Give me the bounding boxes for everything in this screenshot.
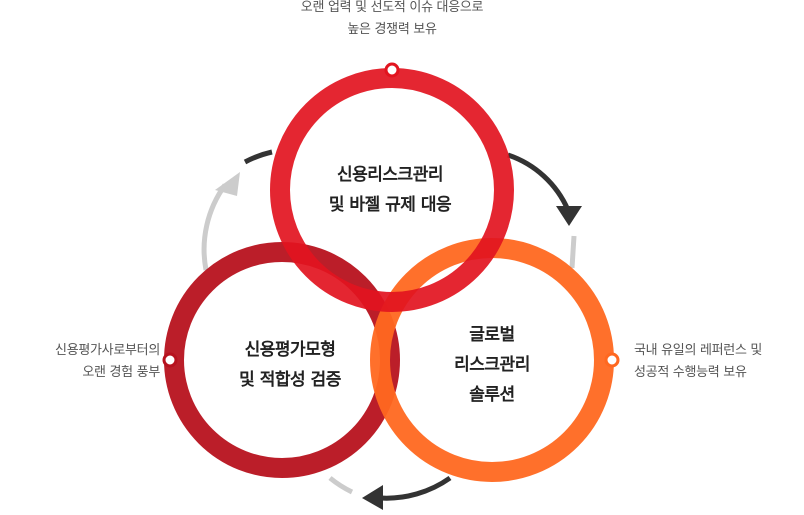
circle-top-label-line-1: 신용리스크관리	[337, 165, 443, 185]
cycle-arrow-head-left	[215, 172, 240, 196]
marker-left	[162, 352, 178, 368]
circle-right-label-line-3: 솔루션	[469, 385, 515, 405]
cycle-arrow-right-tail	[569, 235, 577, 269]
annotation-right: 국내 유일의 레퍼런스 및 성공적 수행능력 보유	[634, 340, 804, 384]
circle-top-label-line-2: 및 바젤 규제 대응	[328, 195, 452, 215]
cycle-arrow-head-bottom	[362, 485, 383, 510]
cycle-arrow-top-right	[507, 152, 571, 212]
circle-left-label: 신용평가모형 및 적합성 검증	[190, 335, 390, 395]
annotation-left: 신용평가사로부터의 오랜 경험 풍부	[0, 340, 160, 384]
annotation-top-line-2: 높은 경쟁력 보유	[347, 22, 437, 37]
annotation-top: 오랜 업력 및 선도적 이슈 대응으로 높은 경쟁력 보유	[242, 0, 542, 41]
circle-top-label: 신용리스크관리 및 바젤 규제 대응	[290, 160, 490, 220]
circle-top-ring	[270, 68, 514, 312]
annotation-right-line-1: 국내 유일의 레퍼런스 및	[634, 343, 763, 358]
circle-right-label-line-1: 글로벌	[469, 325, 515, 345]
cycle-arrow-top-left	[243, 149, 273, 165]
cycle-arrow-head-right	[556, 206, 582, 226]
cycle-arrow-left	[201, 183, 228, 271]
circle-left-label-line-1: 신용평가모형	[244, 340, 336, 360]
cycle-arrow-bottom	[379, 475, 452, 501]
annotation-left-line-2: 오랜 경험 풍부	[82, 365, 160, 380]
annotation-right-line-2: 성공적 수행능력 보유	[634, 365, 747, 380]
cycle-arrow-bottom-tail	[328, 476, 354, 495]
annotation-left-line-1: 신용평가사로부터의	[55, 343, 160, 358]
circle-right-label-line-2: 리스크관리	[454, 355, 530, 375]
marker-top	[384, 62, 400, 78]
annotation-top-line-1: 오랜 업력 및 선도적 이슈 대응으로	[300, 0, 484, 15]
marker-right	[604, 352, 620, 368]
circle-right-label: 글로벌 리스크관리 솔루션	[392, 320, 592, 410]
circle-left-label-line-2: 및 적합성 검증	[239, 370, 341, 390]
